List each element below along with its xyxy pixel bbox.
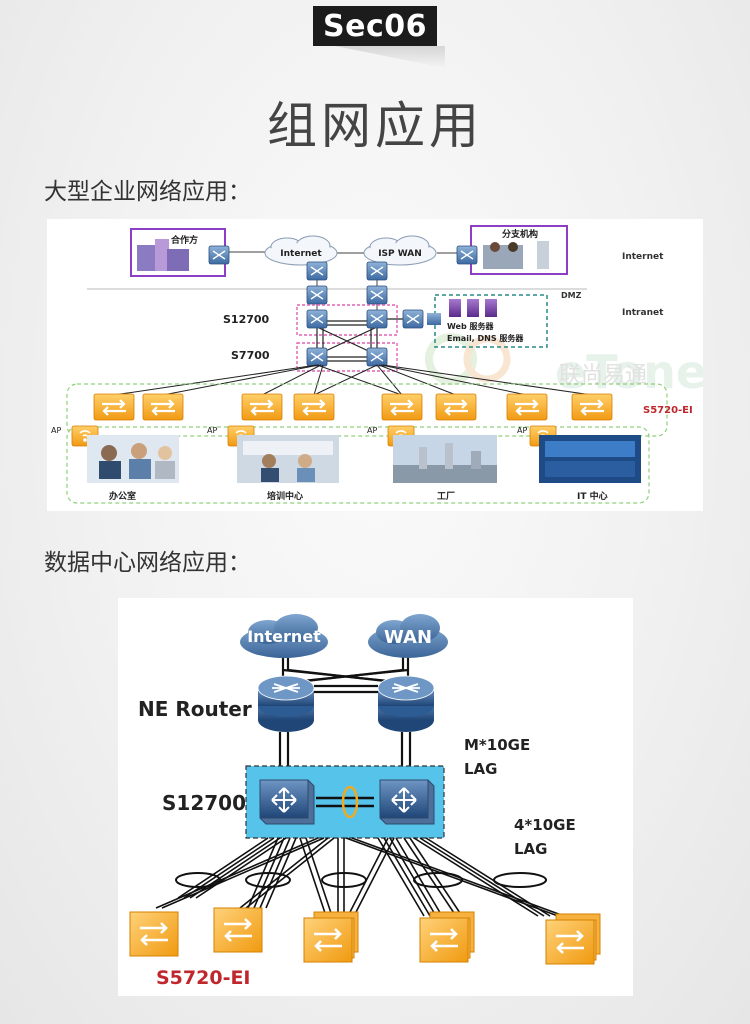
core-switch-icon (366, 309, 388, 329)
ne-router-label: NE Router (138, 697, 252, 721)
datacenter-section-label: 数据中心网络应用： (44, 550, 251, 576)
svg-text:AP: AP (51, 426, 61, 435)
dc-wan-label: WAN (384, 627, 432, 648)
site-office-label: 办公室 (109, 490, 136, 502)
edge-router-icon (366, 261, 388, 281)
svg-text:AP: AP (517, 426, 527, 435)
section-tag-shadow (335, 46, 445, 68)
site-factory-label: 工厂 (437, 491, 455, 502)
agg-switch-label: S7700 (231, 349, 270, 362)
site-factory: 工厂 (393, 435, 497, 502)
site-training: 培训中心 (237, 435, 339, 502)
isp-wan-cloud: ISP WAN (363, 235, 437, 266)
lag-bottom-line2: LAG (514, 840, 547, 858)
access-lag-rings (175, 872, 547, 888)
access-switch-icon (128, 910, 180, 958)
core-switch-icon (259, 779, 315, 825)
datacenter-network-diagram: Internet WAN NE Router M*10GE LAG S12700… (118, 598, 633, 996)
firewall-icon (306, 285, 328, 305)
access-switch-icon (240, 392, 284, 422)
enterprise-network-diagram: eTone 联尚易通 Internet DMZ Intranet 合作方 分支机… (47, 219, 707, 511)
access-switch-stack-icon (304, 912, 358, 962)
ne-router-icon (377, 675, 435, 733)
access-switch-icon (434, 392, 478, 422)
dmz-server-group: Web 服务器 Email, DNS 服务器 (402, 294, 548, 348)
dc-internet-cloud: Internet (240, 614, 328, 658)
site-training-label: 培训中心 (267, 490, 303, 502)
core-switch-label: S12700 (162, 791, 246, 815)
access-switch-icon (212, 906, 264, 954)
branch-label: 分支机构 (502, 228, 538, 240)
access-switch-stack-icon (420, 912, 474, 962)
agg-switch-icon (366, 347, 388, 367)
agg-switch-icon (306, 347, 328, 367)
page-title: 组网应用 (267, 97, 483, 155)
ne-router-icon (257, 675, 315, 733)
access-switch-label: S5720-EI (643, 405, 693, 416)
access-switch-icon (92, 392, 136, 422)
access-switch-icon (380, 392, 424, 422)
branch-site: 分支机构 (470, 225, 568, 275)
branch-router-icon (456, 245, 478, 265)
access-switch-stack-icon (546, 914, 600, 964)
partner-label: 合作方 (171, 234, 198, 246)
internet-cloud: Internet (264, 235, 338, 266)
access-switch-icon (505, 392, 549, 422)
section-tag: Sec06 (313, 6, 437, 46)
site-it: IT 中心 (539, 435, 641, 502)
edge-router-icon (306, 261, 328, 281)
zone-intranet-label: Intranet (622, 308, 664, 318)
site-it-label: IT 中心 (577, 490, 608, 502)
web-server-label: Web 服务器 (447, 321, 494, 331)
lag-top-line2: LAG (464, 760, 497, 778)
svg-text:AP: AP (367, 426, 377, 435)
zone-dmz-label: DMZ (561, 291, 582, 300)
access-switch-icon (292, 392, 336, 422)
access-switch-icon (570, 392, 614, 422)
watermark-en: eTone (555, 345, 703, 399)
isp-wan-label: ISP WAN (378, 249, 422, 259)
firewall-icon (366, 285, 388, 305)
svg-text:AP: AP (207, 426, 217, 435)
dc-internet-label: Internet (247, 627, 321, 646)
partner-router-icon (208, 245, 230, 265)
lag-top-line1: M*10GE (464, 736, 530, 754)
core-switch-icon (306, 309, 328, 329)
core-switch-label: S12700 (223, 313, 270, 326)
internet-cloud-label: Internet (280, 249, 322, 259)
dc-wan-cloud: WAN (368, 614, 448, 658)
core-lag-ring (341, 785, 359, 819)
enterprise-section-label: 大型企业网络应用： (44, 179, 251, 205)
access-switch-icon (141, 392, 185, 422)
zone-internet-label: Internet (622, 252, 664, 262)
email-dns-label: Email, DNS 服务器 (447, 333, 524, 343)
access-switch-label: S5720-EI (156, 967, 251, 989)
core-switch-icon (379, 779, 435, 825)
site-office: 办公室 (87, 435, 179, 502)
lag-bottom-line1: 4*10GE (514, 816, 576, 834)
ap-group: AP AP AP AP (51, 425, 557, 447)
